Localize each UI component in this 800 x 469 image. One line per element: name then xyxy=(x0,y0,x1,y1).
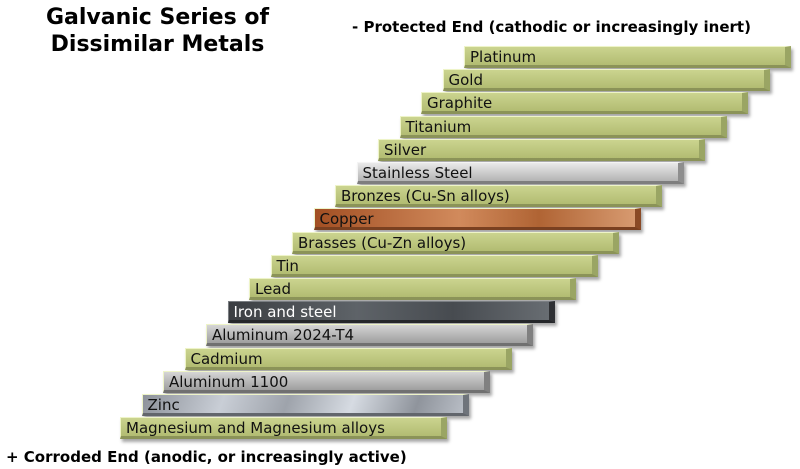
metal-label: Gold xyxy=(448,71,484,90)
metal-label: Copper xyxy=(319,210,374,229)
metal-label: Iron and steel xyxy=(233,303,337,322)
metal-bar-zinc: Zinc xyxy=(141,394,469,416)
title-line-1: Galvanic Series of xyxy=(45,5,270,30)
metal-bar-copper: Copper xyxy=(313,208,641,231)
metal-label: Titanium xyxy=(405,117,472,136)
metal-label: Aluminum 1100 xyxy=(169,372,289,391)
metal-label: Graphite xyxy=(427,94,493,113)
metal-bar-lead: Lead xyxy=(249,278,576,300)
metal-bar-stainless-steel: Stainless Steel xyxy=(356,162,684,184)
metal-bar-brasses-cu-zn-alloys: Brasses (Cu-Zn alloys) xyxy=(292,231,619,254)
metal-label: Silver xyxy=(384,140,427,159)
metal-bar-bronzes-cu-sn-alloys: Bronzes (Cu-Sn alloys) xyxy=(335,185,662,208)
metal-label: Brasses (Cu-Zn alloys) xyxy=(298,233,467,252)
metal-label: Lead xyxy=(255,280,292,298)
metal-label: Aluminum 2024-T4 xyxy=(212,326,355,345)
metal-bar-iron-and-steel: Iron and steel xyxy=(227,301,555,324)
metal-bar-cadmium: Cadmium xyxy=(184,347,512,370)
metal-bar-graphite: Graphite xyxy=(421,92,748,115)
metal-label: Bronzes (Cu-Sn alloys) xyxy=(341,187,510,206)
metal-bar-gold: Gold xyxy=(442,69,770,92)
metal-bar-aluminum-2024-t4: Aluminum 2024-T4 xyxy=(206,324,533,347)
metal-bar-silver: Silver xyxy=(378,138,705,161)
metal-label: Zinc xyxy=(147,396,180,414)
metal-label: Stainless Steel xyxy=(362,164,473,182)
corroded-end-label: + Corroded End (anodic, or increasingly … xyxy=(6,448,407,466)
metal-bar-titanium: Titanium xyxy=(399,115,727,138)
metal-label: Platinum xyxy=(470,48,537,66)
page-title: Galvanic Series of Dissimilar Metals xyxy=(0,4,315,58)
title-line-2: Dissimilar Metals xyxy=(50,32,265,57)
metal-label: Tin xyxy=(276,256,299,275)
metal-bar-aluminum-1100: Aluminum 1100 xyxy=(163,370,490,393)
protected-end-label: - Protected End (cathodic or increasingl… xyxy=(352,18,751,36)
metal-label: Magnesium and Magnesium alloys xyxy=(126,419,385,438)
metal-bar-tin: Tin xyxy=(270,254,598,277)
metal-label: Cadmium xyxy=(190,349,263,368)
metal-bar-magnesium-and-magnesium-alloys: Magnesium and Magnesium alloys xyxy=(120,417,447,440)
metal-bar-platinum: Platinum xyxy=(464,46,791,68)
